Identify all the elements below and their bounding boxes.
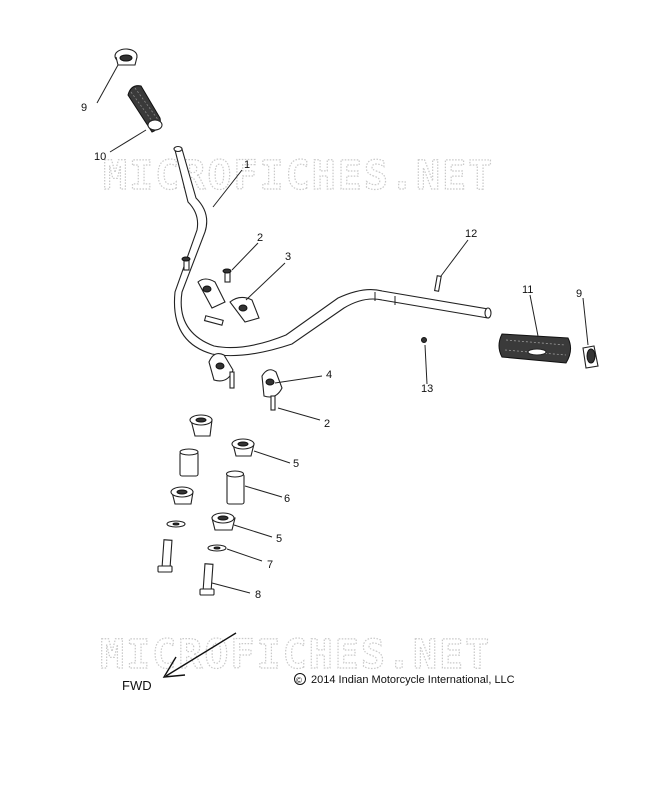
bolt-left (157, 539, 173, 573)
riser-spacer (179, 448, 199, 477)
callout-1: 1 (244, 159, 250, 171)
copyright-symbol-circle (294, 673, 306, 685)
part-1-handlebar (173, 145, 492, 357)
part-3-upper-clamp (197, 278, 260, 323)
callout-9: 9 (81, 102, 87, 114)
callout-6: 6 (284, 493, 290, 505)
part-5-bushing-right-upper (231, 438, 255, 457)
part-13-plug (421, 337, 427, 343)
part-4-lower-clamp (208, 353, 283, 398)
callout-10: 10 (94, 151, 106, 163)
part-9-end-cap-left (114, 48, 138, 66)
callout-2: 2 (257, 232, 263, 244)
fwd-label: FWD (122, 678, 152, 693)
callout-11: 11 (522, 284, 533, 296)
forward-arrow (162, 632, 237, 678)
part-12-pin (434, 275, 442, 292)
part-8-bolt (199, 563, 215, 596)
part-10-grip-left (127, 85, 163, 133)
callout-7: 7 (267, 559, 273, 571)
callout-4: 4 (326, 369, 332, 381)
callout-9: 9 (576, 288, 582, 300)
callout-2: 2 (324, 418, 330, 430)
copyright-symbol: © (296, 676, 302, 685)
bushing-left-lower (170, 486, 194, 505)
part-2-bolt-lower (229, 371, 276, 411)
callout-5: 5 (293, 458, 299, 470)
part-7-washer (207, 544, 227, 552)
callout-13: 13 (421, 383, 433, 395)
part-2-bolt-upper (181, 256, 232, 283)
part-6-spacer (225, 470, 245, 505)
part-11-grip-right (498, 333, 572, 364)
watermark-bottom: MICROFICHES.NET (100, 632, 491, 678)
washer-left (166, 520, 186, 528)
callout-12: 12 (465, 228, 477, 240)
watermark-top: MICROFICHES.NET (103, 153, 494, 199)
callout-8: 8 (255, 589, 261, 601)
part-5-bushing-lower (211, 512, 236, 531)
part-5-bushing-upper (189, 414, 213, 437)
callout-3: 3 (285, 251, 291, 263)
callout-5: 5 (276, 533, 282, 545)
part-9-end-cap-right (582, 345, 599, 369)
copyright-text: 2014 Indian Motorcycle International, LL… (311, 674, 515, 686)
